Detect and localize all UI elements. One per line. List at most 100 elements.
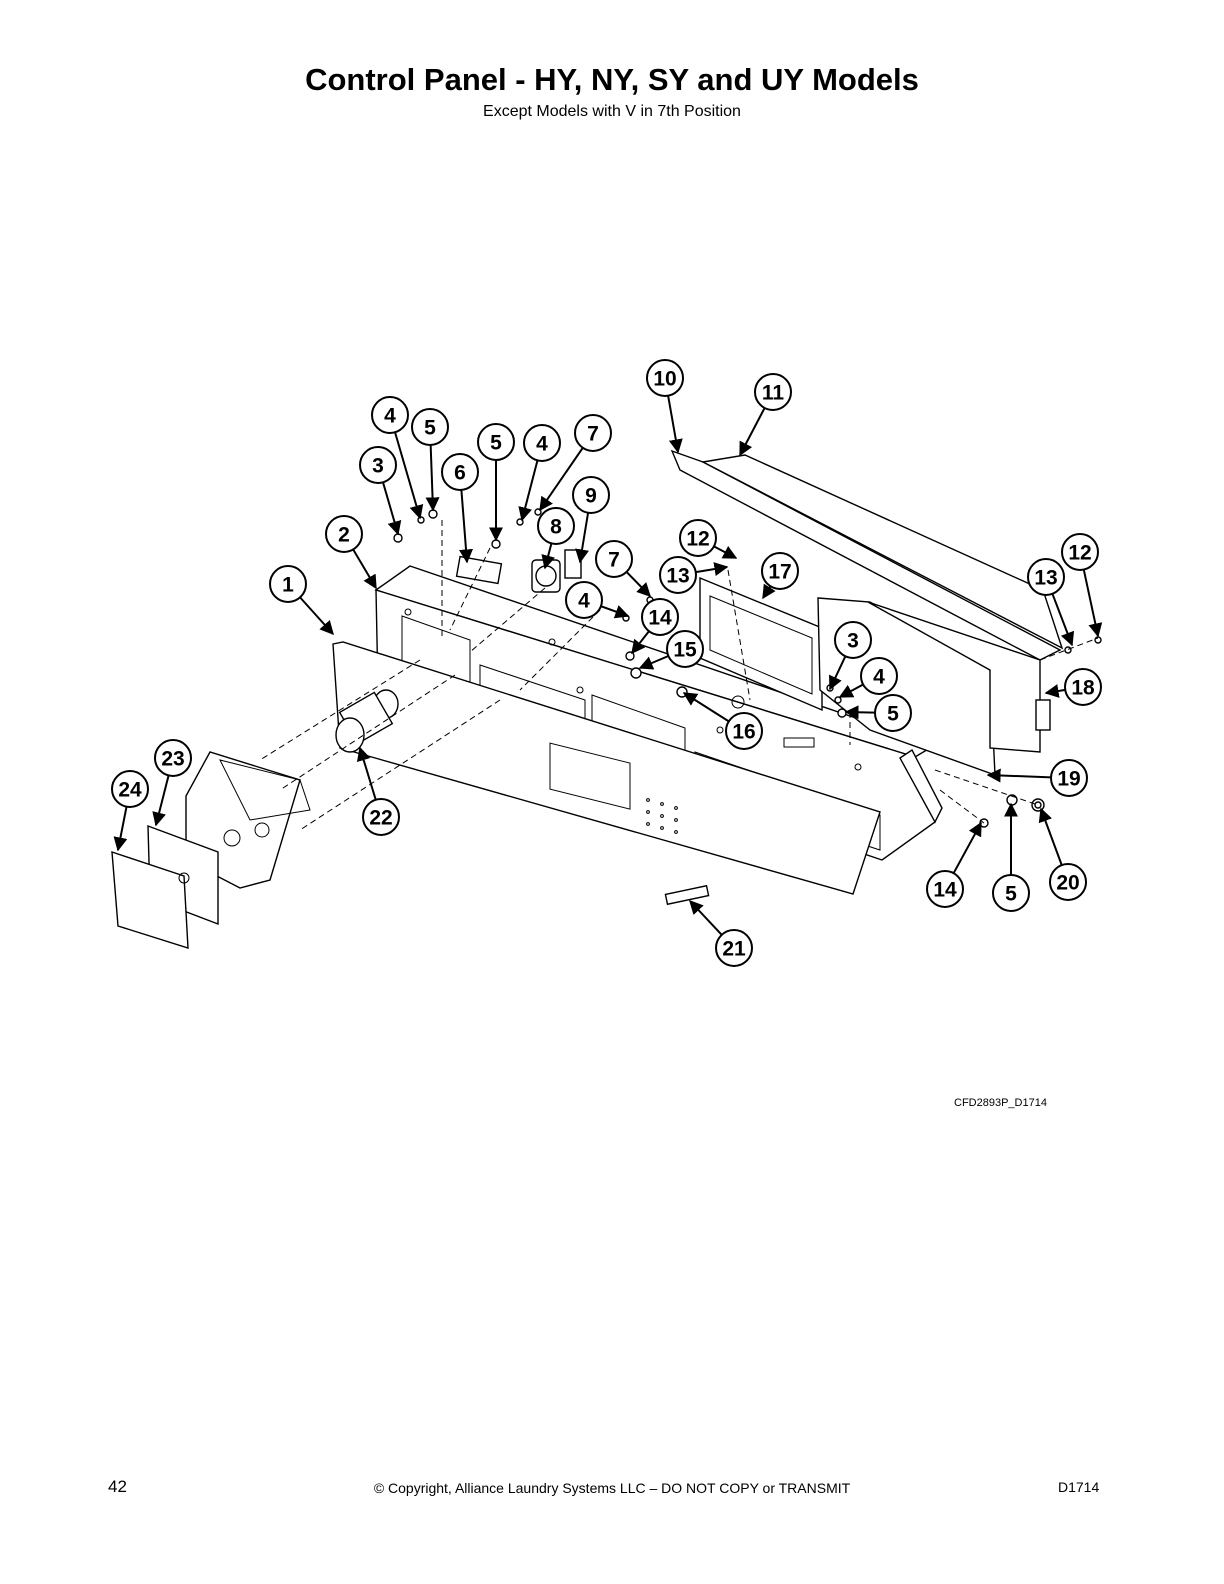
callout-circle: [679, 519, 717, 557]
callout-11: 11: [739, 373, 792, 457]
callout-number: 12: [686, 528, 709, 551]
callout-4: 4: [518, 424, 561, 522]
callout-circle: [371, 396, 409, 434]
leader-line: [829, 655, 847, 691]
callout-number: 4: [873, 666, 885, 689]
callout-1: 1: [269, 565, 334, 636]
end-bracket: [899, 748, 943, 824]
callout-circle: [754, 373, 792, 411]
callout-5: 5: [844, 694, 912, 732]
display-module: [699, 576, 823, 712]
leader-line: [600, 605, 630, 619]
callout-circle: [441, 453, 479, 491]
callout-14: 14: [926, 821, 982, 908]
callout-number: 7: [608, 549, 620, 572]
rotary-knob: [335, 689, 399, 753]
callout-circle: [362, 798, 400, 836]
callout-circle: [874, 694, 912, 732]
keypad-dots: [646, 798, 678, 834]
callout-circle: [666, 630, 704, 668]
callout-10: 10: [646, 359, 684, 454]
callout-number: 17: [768, 561, 791, 584]
callout-number: 5: [887, 703, 899, 726]
leader-line: [682, 692, 730, 723]
callout-number: 16: [732, 721, 755, 744]
callout-circle: [523, 424, 561, 462]
callout-number: 3: [847, 630, 859, 653]
callout-circle: [269, 565, 307, 603]
assembly-lines: [259, 520, 1099, 831]
callout-circle: [992, 874, 1030, 912]
callout-7: 7: [539, 414, 612, 512]
leader-line: [356, 746, 377, 801]
callout-8: 8: [537, 507, 575, 570]
leader-line: [518, 460, 539, 522]
copyright-notice: © Copyright, Alliance Laundry Systems LL…: [373, 1480, 851, 1496]
callout-number: 6: [454, 462, 466, 485]
callout-number: 19: [1057, 768, 1080, 791]
callout-4: 4: [565, 581, 630, 619]
callout-circle: [641, 598, 679, 636]
leader-line: [1044, 684, 1066, 698]
callout-19: 19: [986, 759, 1088, 797]
callout-circle: [574, 414, 612, 452]
callout-number: 14: [933, 879, 957, 902]
document-code: D1714: [1058, 1479, 1100, 1495]
callout-number: 21: [722, 938, 746, 961]
leader-line: [625, 571, 651, 598]
leader-line: [952, 821, 982, 874]
leader-line: [739, 407, 766, 457]
callout-circle: [834, 621, 872, 659]
leader-line: [299, 596, 334, 636]
callout-circle: [595, 540, 633, 578]
callout-18: 18: [1044, 668, 1102, 706]
page-number: 42: [108, 1477, 127, 1496]
leader-line: [631, 630, 650, 655]
callout-number: 20: [1056, 872, 1079, 895]
callout-number: 24: [118, 779, 142, 802]
callout-number: 14: [648, 607, 672, 630]
callout-circle: [715, 929, 753, 967]
leader-line: [667, 395, 683, 454]
callout-number: 13: [1034, 567, 1057, 590]
leader-line: [695, 562, 729, 576]
callout-14: 14: [631, 598, 679, 655]
callout-circle: [1050, 759, 1088, 797]
leader-line: [638, 655, 669, 670]
callout-circle: [926, 870, 964, 908]
callout-circle: [725, 712, 763, 750]
callout-circle: [659, 556, 697, 594]
callout-number: 15: [673, 639, 697, 662]
leader-line: [382, 482, 402, 536]
leader-line: [575, 512, 590, 564]
drawing-id: CFD2893P_D1714: [954, 1097, 1047, 1109]
callout-12: 12: [1061, 533, 1103, 638]
callout-2: 2: [325, 515, 377, 590]
callout-12: 12: [679, 519, 738, 559]
callout-4: 4: [838, 657, 898, 698]
callout-number: 12: [1068, 542, 1091, 565]
leader-line: [1051, 593, 1075, 647]
leader-line: [838, 683, 864, 698]
callout-circle: [411, 408, 449, 446]
callout-3: 3: [359, 446, 402, 536]
callout-23: 23: [152, 739, 192, 827]
callout-circle: [860, 657, 898, 695]
callout-3: 3: [829, 621, 872, 691]
callout-21: 21: [689, 899, 753, 967]
leader-line: [425, 444, 440, 512]
leader-line: [539, 447, 584, 512]
leader-line: [844, 705, 876, 720]
callout-13: 13: [659, 556, 729, 594]
callout-24: 24: [111, 770, 149, 852]
callout-circle: [477, 423, 515, 461]
page-subtitle: Except Models with V in 7th Position: [483, 103, 741, 120]
callout-circle: [1061, 533, 1099, 571]
callout-number: 8: [550, 516, 562, 539]
callout-circle: [572, 476, 610, 514]
leader-line: [113, 806, 128, 852]
callout-number: 7: [587, 423, 599, 446]
leader-line: [152, 775, 170, 827]
callout-number: 22: [369, 807, 392, 830]
